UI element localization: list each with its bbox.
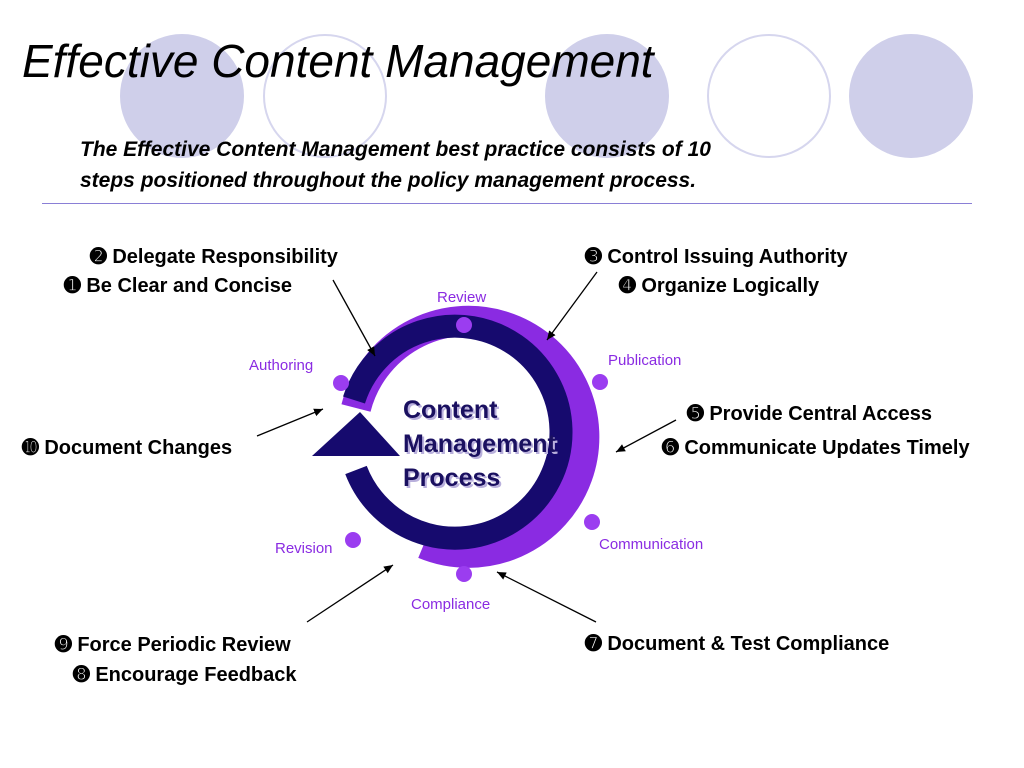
pointer-arrow <box>546 271 598 341</box>
step-label-4: ➍ Organize Logically <box>619 275 820 297</box>
center-label-line: Process <box>403 464 501 492</box>
decorative-ring <box>707 34 831 158</box>
subtitle-line: The Effective Content Management best pr… <box>80 138 711 161</box>
decorative-circle <box>545 34 669 158</box>
step-label-1: ➊ Be Clear and Concise <box>64 275 292 297</box>
title-divider <box>42 203 972 204</box>
stage-label-communication: Communication <box>599 536 704 553</box>
stage-dot-compliance <box>456 566 472 582</box>
cycle-arrowhead <box>312 412 400 456</box>
step-label-9: ➒ Force Periodic Review <box>55 634 291 656</box>
pointer-arrow <box>306 564 394 623</box>
stage-dot-publication <box>592 374 608 390</box>
stage-label-review: Review <box>437 289 487 306</box>
step-label-7: ➐ Document & Test Compliance <box>585 633 890 655</box>
stage-label-authoring: Authoring <box>249 357 314 374</box>
pointer-arrow <box>256 408 324 437</box>
center-label-line: Content <box>403 396 498 424</box>
decorative-ring <box>263 34 387 158</box>
cycle-ring <box>343 314 573 550</box>
stage-dot-revision <box>345 532 361 548</box>
step-label-10: ➓ Document Changes <box>22 437 233 459</box>
step-label-6: ➏ Communicate Updates Timely <box>662 437 970 459</box>
pointer-arrow <box>332 279 376 357</box>
slide-title: Effective Content Management <box>22 35 654 87</box>
stage-dot-review <box>456 317 472 333</box>
stage-label-compliance: Compliance <box>411 596 491 613</box>
slide-subtitle: The Effective Content Management best pr… <box>80 134 900 196</box>
stage-label-revision: Revision <box>275 540 333 557</box>
stage-label-publication: Publication <box>608 352 682 369</box>
stage-dot-authoring <box>333 375 349 391</box>
step-label-8: ➑ Encourage Feedback <box>73 664 297 686</box>
decorative-circle <box>849 34 973 158</box>
decorative-circle <box>120 34 244 158</box>
pointer-arrow <box>496 571 597 623</box>
stage-dot-communication <box>584 514 600 530</box>
subtitle-line: steps positioned throughout the policy m… <box>80 169 697 192</box>
step-label-3: ➌ Control Issuing Authority <box>585 246 848 268</box>
step-label-5: ➎ Provide Central Access <box>687 403 933 425</box>
pointer-arrow <box>615 419 677 453</box>
center-label-line: Management <box>403 430 556 458</box>
step-label-2: ➋ Delegate Responsibility <box>90 246 338 268</box>
cycle-center-label: Content Management Process <box>403 393 556 495</box>
